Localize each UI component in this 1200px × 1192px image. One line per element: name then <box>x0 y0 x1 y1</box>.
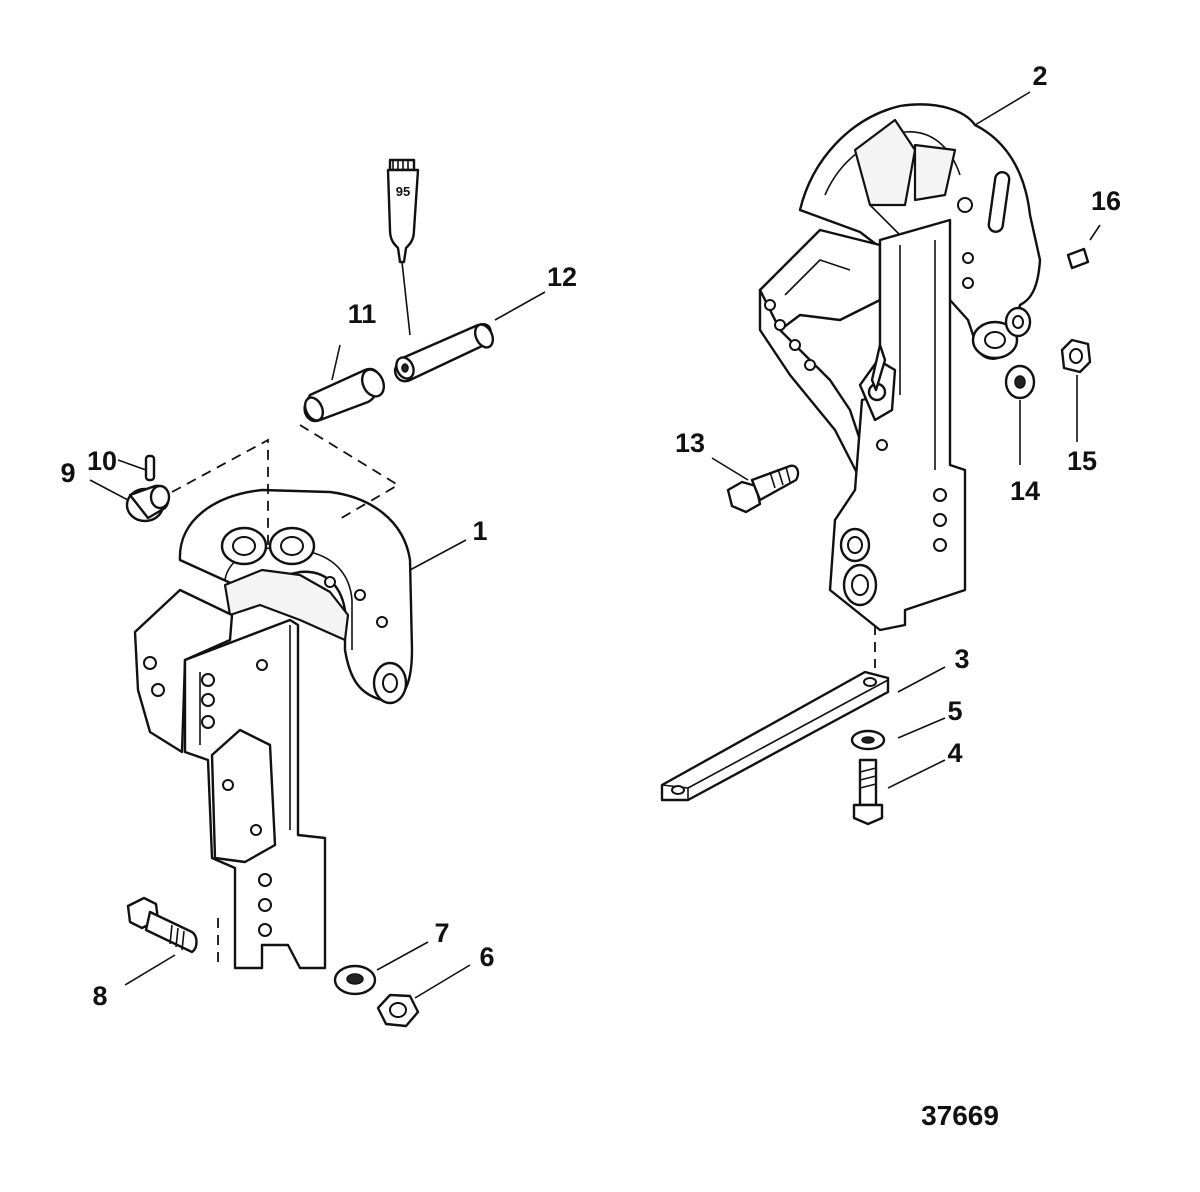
callout-3: 3 <box>954 644 969 674</box>
callout-4: 4 <box>947 738 962 768</box>
callout-10: 10 <box>87 446 117 476</box>
callout-14: 14 <box>1010 476 1040 506</box>
cotter-pin <box>144 454 156 482</box>
pin-16 <box>1066 247 1090 270</box>
bolt-8 <box>126 896 198 954</box>
bolt-13 <box>726 464 800 514</box>
nut-15 <box>1060 338 1092 374</box>
callout-numbers: 1 2 3 4 5 6 7 8 9 10 11 12 13 14 15 16 <box>60 61 1121 1011</box>
starboard-clamp-bracket <box>758 103 1042 632</box>
callout-11: 11 <box>348 299 377 329</box>
callout-2: 2 <box>1032 61 1047 91</box>
washer-7 <box>333 964 377 996</box>
leader-lines <box>89 91 1101 999</box>
callout-6: 6 <box>479 942 494 972</box>
callout-15: 15 <box>1067 446 1097 476</box>
assembly-lines-left <box>171 424 400 968</box>
figure-number: 37669 <box>921 1100 999 1131</box>
callout-13: 13 <box>675 428 705 458</box>
tilt-pin <box>393 323 495 383</box>
callout-1: 1 <box>472 516 487 546</box>
callout-5: 5 <box>947 696 962 726</box>
callout-12: 12 <box>547 262 577 292</box>
washer-14 <box>1004 364 1036 400</box>
sealant-tube-icon: 95 <box>386 158 420 336</box>
callout-16: 16 <box>1091 186 1121 216</box>
bolt-4 <box>852 758 884 826</box>
plug-cap <box>125 484 171 523</box>
port-clamp-bracket <box>133 488 414 970</box>
bushing <box>303 367 386 423</box>
callout-7: 7 <box>434 918 449 948</box>
callout-9: 9 <box>60 458 75 488</box>
tie-bar <box>660 670 890 802</box>
nut-6 <box>376 993 420 1028</box>
callout-8: 8 <box>92 981 107 1011</box>
sealant-tube-label: 95 <box>396 184 410 199</box>
washer-5 <box>850 729 886 751</box>
